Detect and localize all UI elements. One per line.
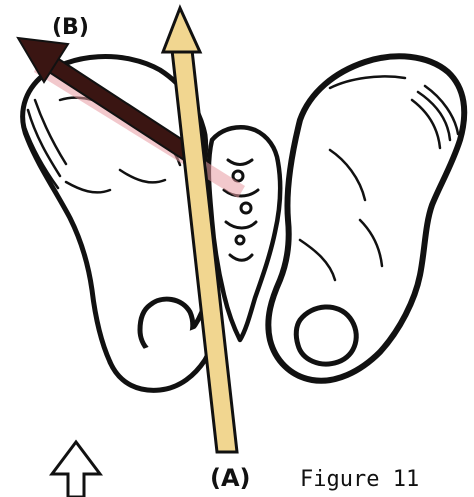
hollow-up-arrow-icon [52, 442, 100, 497]
pelvis-illustration [22, 56, 464, 390]
arrow-a-label: (A) [210, 464, 251, 492]
right-obturator-foramen [296, 307, 356, 364]
arrow-b-label: (B) [52, 15, 89, 40]
figure-caption: Figure 11 [300, 467, 419, 492]
arrow-a-head [163, 8, 200, 52]
